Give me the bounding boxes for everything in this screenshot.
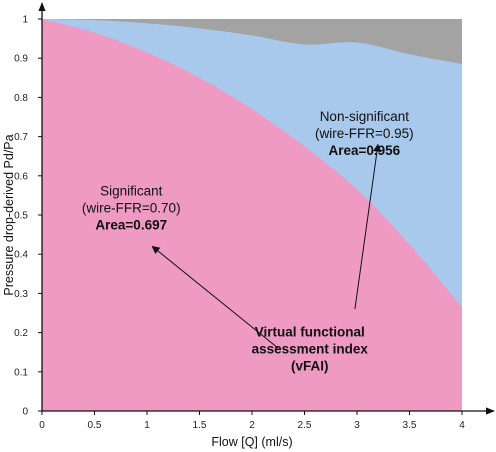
annotation-area-value: Area=0.697 — [95, 217, 167, 232]
y-tick-label: 1 — [22, 15, 28, 26]
area-series-2 — [42, 19, 462, 411]
x-tick-label: 1 — [144, 420, 150, 431]
annotation-vfai-label: Virtual functional — [255, 325, 365, 340]
x-tick-label: 0.5 — [88, 420, 102, 431]
annotation-vfai-label: (vFAI) — [291, 359, 329, 374]
y-tick-label: 0.5 — [14, 211, 28, 222]
axis-layer: 0 0.5 1 1.5 2 2.5 3 3.5 4 0 0.1 0.2 0.3 0.4 0.5 0.6 0.7 0… — [14, 2, 495, 431]
x-tick-label: 2.5 — [298, 420, 312, 431]
annotation-text: (wire-FFR=0.70) — [82, 200, 181, 215]
annotation-arrow — [354, 143, 381, 310]
x-tick-label: 2 — [249, 420, 255, 431]
y-tick-label: 0.7 — [14, 132, 28, 143]
y-tick-label: 0 — [22, 407, 28, 418]
annotation-area-value: Area=0.956 — [329, 143, 401, 158]
y-tick-label: 0.1 — [14, 367, 28, 378]
y-tick-label: 0.2 — [14, 328, 28, 339]
x-tick-label: 3.5 — [403, 420, 417, 431]
x-tick-label: 3 — [354, 420, 360, 431]
annotation-text: (wire-FFR=0.95) — [315, 126, 414, 141]
y-tick-label: 0.6 — [14, 171, 28, 182]
y-tick-label: 0.4 — [14, 250, 28, 261]
x-tick-label: 0 — [39, 420, 45, 431]
y-tick-label: 0.9 — [14, 54, 28, 65]
y-axis-title: Pressure drop-derived Pd/Pa — [2, 134, 16, 295]
x-tick-label: 1.5 — [193, 420, 207, 431]
annotation-vfai-label: assessment index — [252, 342, 369, 357]
y-tick-label: 0.3 — [14, 289, 28, 300]
annotation-layer: Non-significant (wire-FFR=0.95) Area=0.956… — [82, 109, 414, 374]
x-axis-title: Flow [Q] (ml/s) — [211, 435, 292, 449]
y-tick-label: 0.8 — [14, 93, 28, 104]
plot-layer — [42, 19, 462, 411]
annotation-text: Non-significant — [320, 109, 410, 124]
annotation-text: Significant — [100, 183, 163, 198]
annotation-arrow — [151, 245, 279, 349]
x-tick-label: 4 — [459, 420, 465, 431]
